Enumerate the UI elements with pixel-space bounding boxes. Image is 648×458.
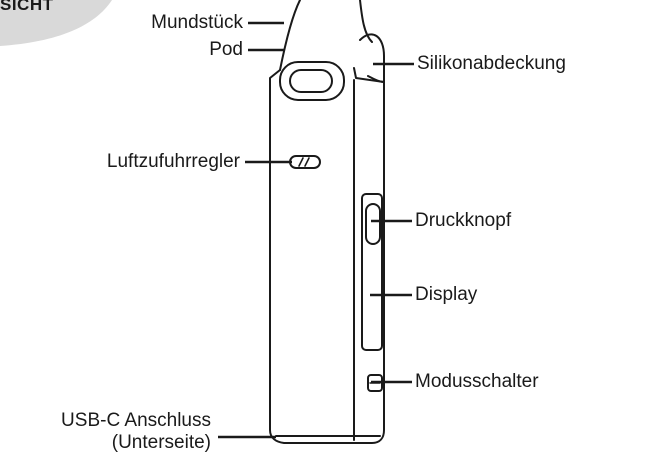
device-body-outline (269, 67, 385, 444)
silicone-cover-outline (359, 33, 385, 83)
label-luftzufuhrregler: Luftzufuhrregler (106, 151, 240, 172)
label-display: Display (415, 284, 478, 305)
label-usb-line1: USB-C Anschluss (61, 410, 211, 431)
label-usb-line2: (Unterseite) (111, 432, 211, 453)
pod-window-inner (289, 69, 333, 93)
label-druckknopf: Druckknopf (415, 210, 512, 231)
label-modusschalter: Modusschalter (415, 371, 539, 392)
label-pod: Pod (209, 39, 243, 60)
corner-tab-label: SICHT (0, 0, 54, 14)
mouthpiece-outline (279, 0, 373, 71)
side-panel-shape (361, 193, 383, 351)
push-button-shape (365, 203, 381, 245)
label-mundstueck: Mundstück (151, 12, 243, 33)
pod-window-outer (279, 61, 345, 101)
corner-tab-shape (0, 0, 112, 46)
label-silikonabdeckung: Silikonabdeckung (417, 53, 566, 74)
